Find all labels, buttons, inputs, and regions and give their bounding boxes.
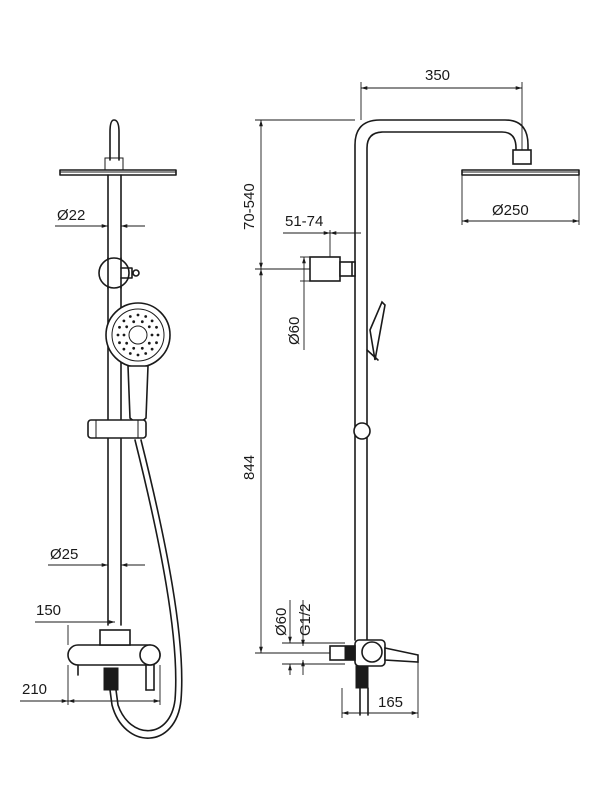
label-overall-width: 350 <box>425 67 450 84</box>
side-view <box>309 119 580 716</box>
front-shower-arm <box>109 119 120 161</box>
nozzle-dot <box>122 347 126 351</box>
dim-bracket-diameter: Ø60 <box>286 256 310 350</box>
side-slider-knob <box>353 422 371 440</box>
dim-height-adjust: 70-540 <box>241 119 355 270</box>
nozzle-dot <box>150 347 154 351</box>
front-view <box>59 119 183 739</box>
dim-valve-depth: 210 <box>20 665 161 705</box>
side-shower-arm-outer <box>354 119 529 641</box>
nozzle-dot <box>140 320 144 324</box>
label-projection: 51-74 <box>285 213 323 230</box>
front-hand-shower-handle <box>127 365 149 423</box>
nozzle-dot <box>125 341 129 345</box>
front-hand-shower-head <box>105 302 171 368</box>
nozzle-dot <box>155 341 158 345</box>
dim-rail-height: 844 <box>241 269 330 654</box>
nozzle-dot <box>132 346 136 350</box>
nozzle-dot <box>150 333 154 337</box>
front-hose-outer <box>115 439 177 732</box>
dim-thread: G1/2 <box>297 600 314 675</box>
nozzle-dot <box>136 353 140 357</box>
nozzle-dot <box>140 346 144 350</box>
nozzle-dot <box>136 313 140 317</box>
dim-head-diameter: Ø250 <box>461 175 580 225</box>
nozzle-dot <box>125 325 129 329</box>
nozzle-dot <box>156 333 160 337</box>
label-thread: G1/2 <box>297 603 314 636</box>
side-wall-bracket <box>309 256 341 282</box>
side-shower-arm-inner <box>366 131 517 641</box>
side-hand-shower <box>369 300 386 361</box>
front-hose-inner <box>109 439 183 739</box>
front-wall-bracket <box>98 257 130 289</box>
dim-valve-width: 150 <box>35 602 115 645</box>
nozzle-dot <box>128 352 132 355</box>
label-rail-height: 844 <box>241 455 258 480</box>
nozzle-dot <box>118 341 121 345</box>
nozzle-dot <box>122 319 126 323</box>
nozzle-dot <box>132 320 136 324</box>
nozzle-dot <box>118 325 121 329</box>
label-escutcheon-diameter: Ø60 <box>273 608 290 636</box>
label-pipe-diameter: Ø25 <box>50 546 78 563</box>
label-valve-depth: 210 <box>22 681 47 698</box>
label-valve-width: 150 <box>36 602 61 619</box>
label-bracket-diameter: Ø60 <box>286 317 303 345</box>
dim-rail-diameter: Ø22 <box>55 207 145 228</box>
nozzle-dot <box>155 325 158 329</box>
nozzle-dot <box>128 315 132 318</box>
front-hand-shower-nozzles <box>116 313 160 357</box>
label-spout-reach: 165 <box>378 694 403 711</box>
side-hose-connector <box>355 665 369 689</box>
dim-overall-width: 350 <box>360 67 523 150</box>
nozzle-dot <box>116 333 120 337</box>
nozzle-dot <box>122 333 126 337</box>
front-mixer-handle <box>139 644 161 666</box>
nozzle-dot <box>147 341 151 345</box>
dim-spout-reach: 165 <box>341 662 419 718</box>
nozzle-dot <box>144 315 148 318</box>
label-rail-diameter: Ø22 <box>57 207 85 224</box>
dim-escutcheon-diameter: Ø60 <box>273 600 345 675</box>
label-head-diameter: Ø250 <box>492 202 529 219</box>
dim-pipe-diameter: Ø25 <box>48 546 145 567</box>
nozzle-dot <box>150 319 154 323</box>
side-spout <box>384 647 419 663</box>
nozzle-dot <box>144 352 148 355</box>
front-hose-connector <box>103 667 119 691</box>
front-slider-holder <box>87 419 147 439</box>
nozzle-dot <box>147 325 151 329</box>
dim-projection: 51-74 <box>283 213 361 257</box>
label-height-adjust: 70-540 <box>241 183 258 230</box>
